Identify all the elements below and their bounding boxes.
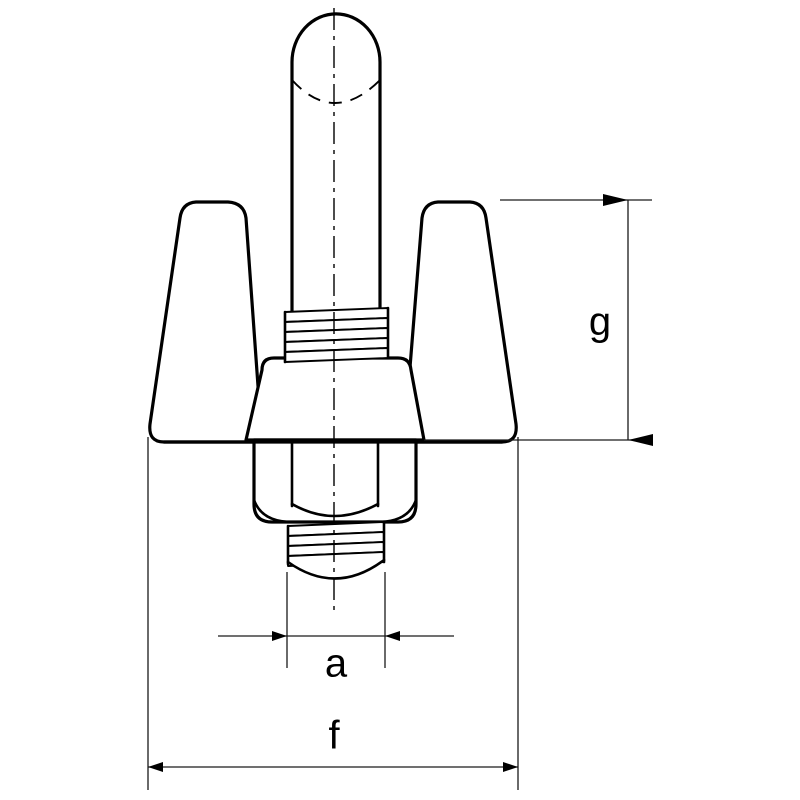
dimension-g-label: g (589, 300, 611, 344)
dome-hidden-edge-arc (291, 79, 381, 104)
upper-thread-edges (283, 306, 390, 364)
part-outline-group (148, 12, 518, 524)
hex-nut-left-chamfer-arc (252, 498, 294, 524)
right-wing-outline (402, 200, 518, 444)
dimension-a-label: a (325, 642, 348, 686)
dimension-g-group (424, 194, 653, 446)
left-wing-outline (148, 200, 264, 444)
upper-shank-outline (290, 12, 382, 358)
dome-hidden-arc-group (291, 79, 381, 104)
lower-thread-group (287, 521, 385, 567)
dimension-f-label: f (328, 714, 340, 758)
dimension-a-group (218, 572, 454, 668)
collar-outline (244, 356, 426, 442)
lower-thread-tip-arc (286, 558, 386, 580)
lower-thread-tip-group (286, 558, 386, 580)
upper-thread-group (284, 307, 389, 363)
dimension-f-group (147, 437, 519, 790)
lower-thread-edges (286, 520, 386, 566)
hex-nut-outline (252, 438, 418, 524)
